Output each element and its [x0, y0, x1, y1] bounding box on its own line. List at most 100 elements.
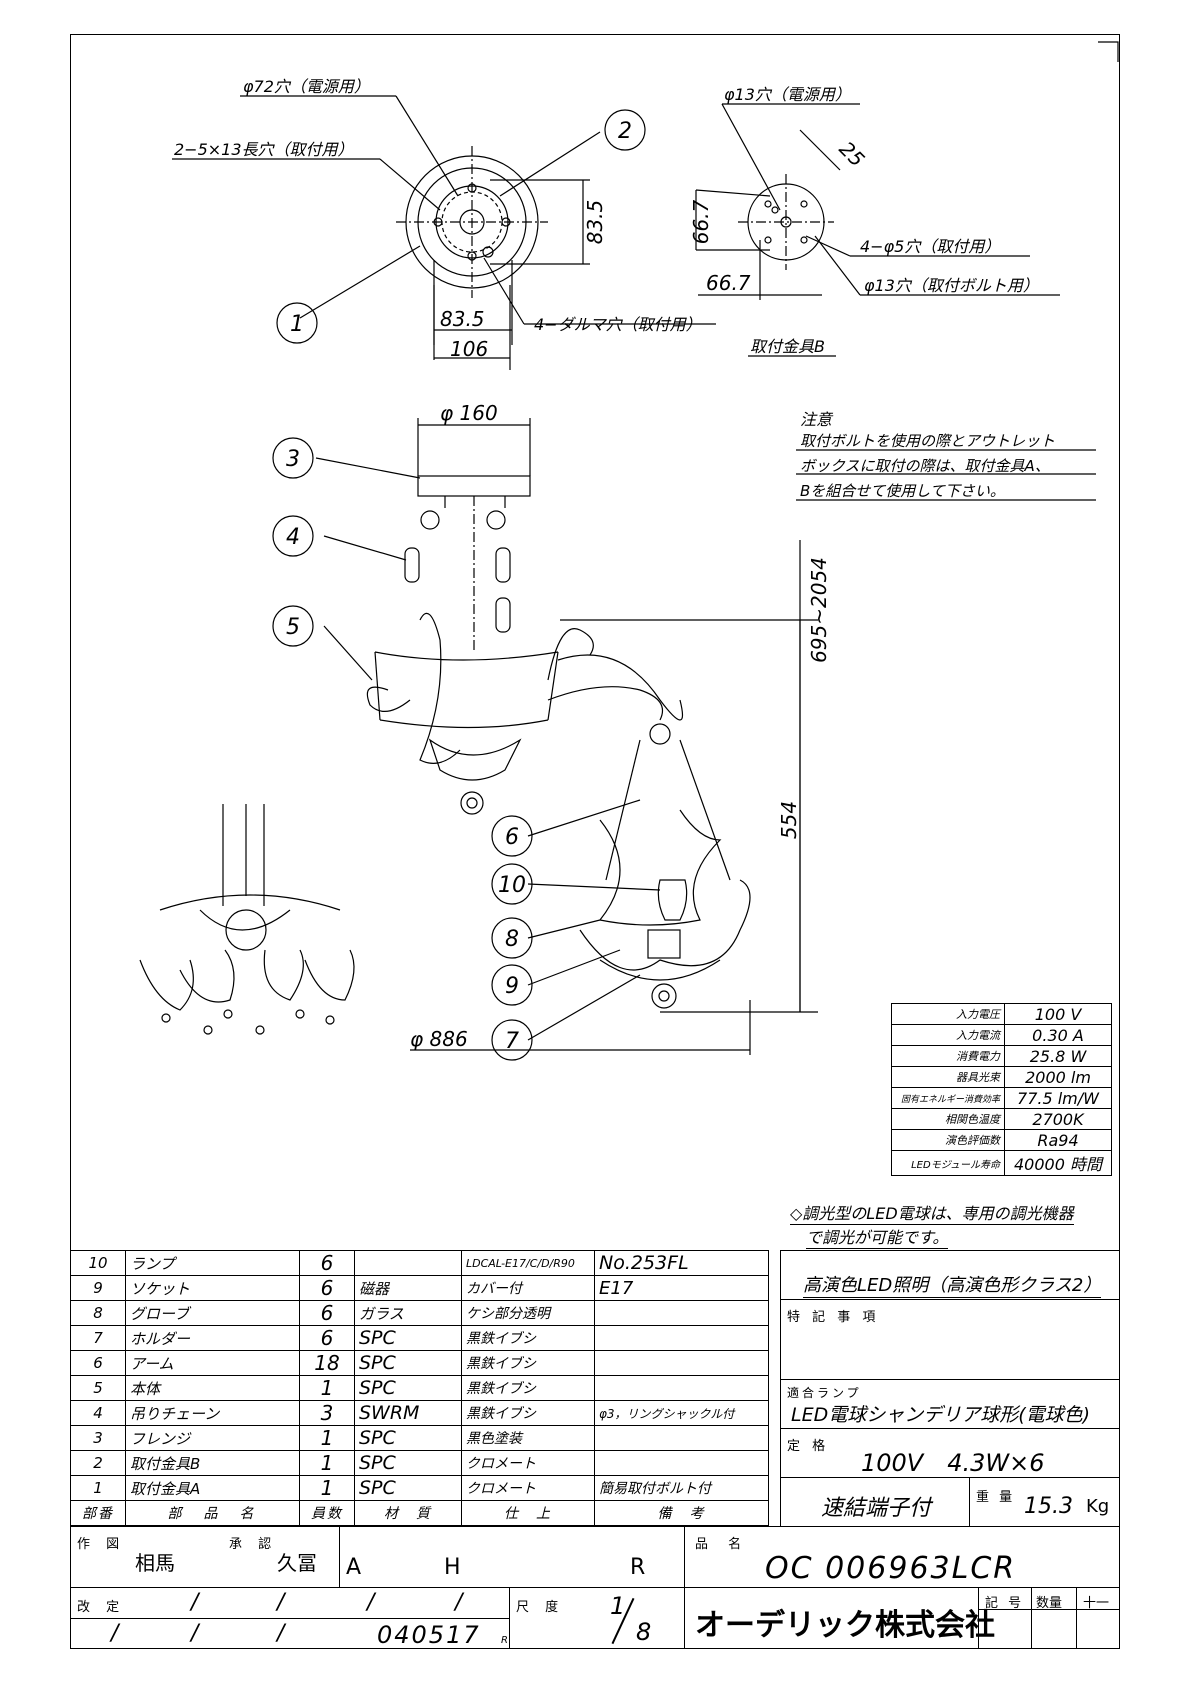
revision-row: 改 定 / / / /	[70, 1587, 510, 1619]
spec-key: 消費電力	[891, 1045, 1005, 1067]
company-name: オーデリック株式会社	[695, 1608, 995, 1643]
chandelier-perspective	[139, 804, 355, 1035]
part-finish: 黒鉄イブシ	[461, 1350, 595, 1376]
part-qty: 1	[299, 1425, 355, 1451]
product-number: OC 006963LCR	[765, 1551, 1017, 1586]
callout-2: 2	[618, 119, 632, 144]
special-notes-label: 特 記 事 項	[787, 1310, 880, 1325]
part-remarks	[594, 1375, 769, 1401]
header-cell: 備 考	[594, 1500, 769, 1526]
spec-value: Ra94	[1004, 1129, 1112, 1151]
header-cell: 部番	[70, 1500, 126, 1526]
led-class-box: 高演色LED照明（高演色形クラス2）	[780, 1250, 1120, 1300]
spec-key: 固有エネルギー消費効率	[891, 1087, 1005, 1109]
header-cell: 仕 上	[461, 1500, 595, 1526]
label-dim667v: 66.7	[689, 199, 713, 244]
drawn-approved-cell: 作 図 相馬 承 認 久冨	[70, 1526, 340, 1588]
terminal-box: 速結端子付	[780, 1477, 970, 1527]
part-qty: 3	[299, 1400, 355, 1426]
callout-circles	[272, 109, 646, 1061]
part-finish: 黒色塗装	[461, 1425, 595, 1451]
part-finish: 黒鉄イブシ	[461, 1375, 595, 1401]
terminal-note: 速結端子付	[821, 1496, 932, 1521]
part-finish: クロメート	[461, 1475, 595, 1501]
part-remarks: 簡易取付ボルト付	[594, 1475, 769, 1501]
part-name: 吊りチェーン	[125, 1400, 300, 1426]
part-name: 取付金具A	[125, 1475, 300, 1501]
part-name: ソケット	[125, 1275, 300, 1301]
rating-value: 100V 4.3W×6	[861, 1449, 1045, 1477]
part-finish: カバー付	[461, 1275, 595, 1301]
label-daruma: 4−ダルマ穴（取付用）	[534, 315, 702, 334]
label-dim835h: 83.5	[440, 307, 485, 331]
revision-slash: /	[367, 1590, 375, 1615]
callout-3: 3	[286, 447, 300, 472]
spec-key: 演色評価数	[891, 1129, 1005, 1151]
callout-4: 4	[286, 525, 300, 550]
callout-6: 6	[505, 825, 519, 850]
label-slot: 2−5×13長穴（取付用）	[174, 140, 354, 159]
part-no: 3	[70, 1425, 126, 1451]
spec-value: 77.5 lm/W	[1004, 1087, 1112, 1109]
label-dim106: 106	[450, 337, 488, 361]
label-dim667h: 66.7	[706, 271, 751, 295]
part-material: SPC	[354, 1425, 462, 1451]
spec-key: 入力電流	[891, 1024, 1005, 1046]
spec-key: 入力電圧	[891, 1003, 1005, 1025]
chandelier-side-view	[315, 418, 1096, 1055]
dimmer-note-2: で調光が可能です。	[806, 1224, 949, 1249]
weight-label: 重 量	[976, 1490, 1016, 1505]
part-remarks	[594, 1450, 769, 1476]
part-remarks	[594, 1325, 769, 1351]
part-material: ガラス	[354, 1300, 462, 1326]
revision-slash: /	[455, 1590, 463, 1615]
part-qty: 18	[299, 1350, 355, 1376]
part-remarks: No.253FL	[594, 1250, 769, 1276]
part-no: 6	[70, 1350, 126, 1376]
part-no: 8	[70, 1300, 126, 1326]
part-name: ランプ	[125, 1250, 300, 1276]
part-name: 本体	[125, 1375, 300, 1401]
grade-r: R	[630, 1555, 646, 1580]
approved-label: 承 認	[229, 1537, 278, 1552]
drawn-label: 作 図	[77, 1537, 126, 1552]
part-qty: 6	[299, 1325, 355, 1351]
part-material: SPC	[354, 1475, 462, 1501]
part-material: SPC	[354, 1375, 462, 1401]
part-finish: ケシ部分透明	[461, 1300, 595, 1326]
date-slash: /	[111, 1621, 119, 1646]
symbol-label: 記 号	[985, 1596, 1025, 1611]
label-hole5: 4−φ5穴（取付用）	[860, 237, 1000, 256]
parts-header-row: 部番部 品 名員数材 質仕 上備 考	[70, 1500, 769, 1526]
revision-date-suffix: R	[501, 1635, 508, 1646]
part-material: SPC	[354, 1350, 462, 1376]
rating-box: 定 格 100V 4.3W×6	[780, 1428, 1120, 1478]
part-material	[354, 1250, 462, 1276]
label-hole72: φ72穴（電源用）	[243, 77, 370, 96]
lamp-value: LED電球シャンデリア球形(電球色)	[791, 1404, 1091, 1426]
spec-value: 2700K	[1004, 1108, 1112, 1130]
symbol-cell: 記 号	[978, 1587, 1032, 1649]
callout-5: 5	[286, 615, 300, 640]
part-finish: LDCAL-E17/C/D/R90	[461, 1250, 595, 1276]
revision-slash: /	[277, 1590, 285, 1615]
label-height-range: 695~2054	[807, 557, 831, 663]
corner-mark	[1098, 41, 1119, 62]
date-row: / / / 040517 R	[70, 1618, 510, 1649]
dimmer-note-1: ◇調光型のLED電球は、専用の調光機器	[790, 1200, 1074, 1225]
scale-label: 尺 度	[516, 1600, 565, 1615]
part-no: 5	[70, 1375, 126, 1401]
spec-value: 40000 時間	[1004, 1150, 1112, 1176]
part-name: フレンジ	[125, 1425, 300, 1451]
spec-value: 100 V	[1004, 1003, 1112, 1025]
caution-line-1: 取付ボルトを使用の際とアウトレット	[800, 432, 1056, 450]
bracket-a-view	[172, 95, 716, 370]
part-finish: 黒鉄イブシ	[461, 1325, 595, 1351]
